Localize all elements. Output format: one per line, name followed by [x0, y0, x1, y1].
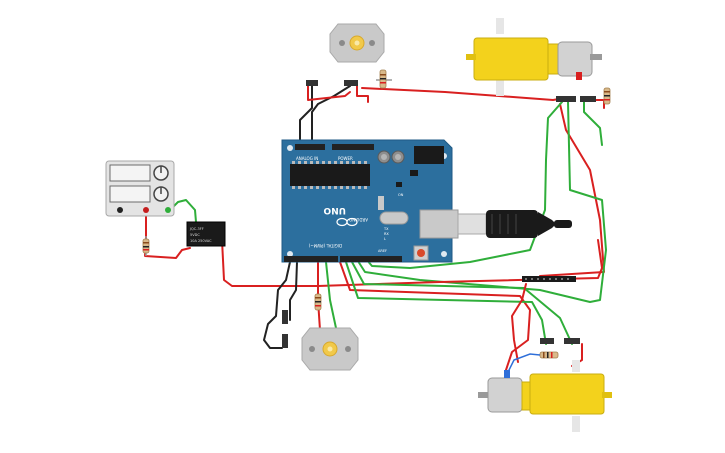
- board-brand: ARDUINO: [349, 217, 368, 222]
- digital-header-label: DIGITAL (PWM~): [308, 243, 342, 248]
- relay[interactable]: JQC-3FF 5VDC 10A 250VAC: [186, 221, 226, 247]
- relay-label-1: JQC-3FF: [189, 227, 204, 231]
- wire-green-top-right-3[interactable]: [583, 101, 603, 146]
- resistor-psu[interactable]: [142, 236, 150, 256]
- wire-red-top-motor[interactable]: [307, 85, 351, 101]
- motor-bottom-terminal-1[interactable]: [282, 310, 288, 324]
- motor-top-terminal-2[interactable]: [344, 80, 358, 86]
- analog-header[interactable]: [295, 144, 325, 150]
- resistor-bottom[interactable]: [314, 293, 322, 311]
- relay-label-2: 5VDC: [190, 233, 200, 237]
- psu-terminal-green[interactable]: [165, 207, 171, 213]
- dc-motor-top[interactable]: [306, 23, 385, 86]
- motor-top-terminal-1[interactable]: [306, 80, 318, 86]
- gear-motor-top-terminal[interactable]: [556, 96, 576, 102]
- wire-green-bottom-right-1[interactable]: [345, 261, 547, 345]
- on-label: ON: [398, 193, 404, 197]
- digital-header-1[interactable]: [284, 256, 338, 262]
- wire-red-bottom-right-2[interactable]: [511, 283, 527, 363]
- gear-motor-bottom-terminal-2[interactable]: [564, 338, 580, 344]
- wire-black-top-motor-2[interactable]: [311, 85, 351, 143]
- rx-label: RX: [384, 232, 389, 236]
- resistor-bottom-right[interactable]: [539, 351, 559, 359]
- l-label: L: [384, 237, 386, 241]
- power-header[interactable]: [332, 144, 374, 150]
- gear-motor-top-terminal-2[interactable]: [580, 96, 596, 102]
- wire-black-top-motor-1[interactable]: [299, 85, 313, 143]
- wire-black-bottom-2[interactable]: [289, 261, 298, 321]
- wires: [144, 85, 607, 371]
- header-strip[interactable]: [522, 276, 576, 282]
- wire-green-bottom-motor[interactable]: [325, 261, 337, 329]
- power-supply[interactable]: [105, 160, 175, 217]
- gear-motor-bottom-right[interactable]: [478, 338, 612, 432]
- wire-red-top-motor-2[interactable]: [356, 85, 369, 103]
- wire-green-top-right-2[interactable]: [355, 101, 607, 303]
- analog-header-label: ANALOG IN: [296, 156, 318, 161]
- psu-display-bottom: [109, 185, 151, 203]
- wire-blue-bottom-right[interactable]: [507, 353, 541, 373]
- dc-motor-bottom[interactable]: [282, 310, 359, 371]
- gear-motor-bottom-terminal[interactable]: [540, 338, 554, 344]
- usb-cable[interactable]: [457, 210, 572, 238]
- atmega-chip: [290, 164, 370, 186]
- psu-display-top: [109, 164, 151, 182]
- relay-label-3: 10A 250VAC: [190, 239, 212, 243]
- tx-label: TX: [383, 227, 389, 231]
- power-jack[interactable]: [414, 146, 444, 164]
- wire-black-bottom-1[interactable]: [263, 261, 291, 349]
- wire-red-psu[interactable]: [144, 213, 191, 259]
- motor-bottom-terminal-2[interactable]: [282, 334, 288, 348]
- wire-green-top-right-1[interactable]: [359, 101, 563, 269]
- psu-terminal-red[interactable]: [143, 207, 149, 213]
- wire-red-bottom-right[interactable]: [339, 261, 531, 371]
- wire-red-top-long[interactable]: [361, 87, 566, 101]
- crystal: [379, 211, 409, 225]
- psu-terminal-black[interactable]: [117, 207, 123, 213]
- aref-label: AREF: [378, 249, 387, 253]
- arduino-uno[interactable]: ANALOG IN POWER TX RX L UNO ARDUI: [281, 139, 459, 263]
- usb-port[interactable]: [419, 209, 459, 239]
- board-name: UNO: [323, 205, 346, 215]
- power-header-label: POWER: [338, 156, 353, 161]
- wire-red-right-drop[interactable]: [539, 103, 605, 277]
- wire-green-psu[interactable]: [167, 199, 197, 223]
- resistor-top-right[interactable]: [603, 87, 611, 105]
- digital-header-2[interactable]: [340, 256, 402, 262]
- arduino-logo-icon: [336, 217, 358, 227]
- gear-motor-top-right[interactable]: [466, 18, 602, 102]
- resistor-top[interactable]: [376, 69, 392, 89]
